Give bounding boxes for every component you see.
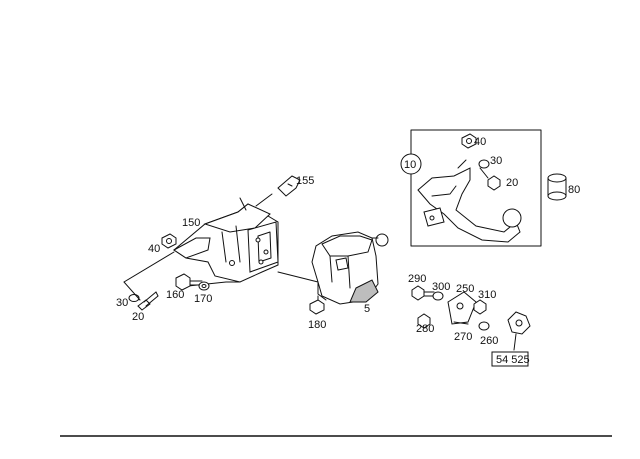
nut-40-box — [461, 133, 477, 149]
label-300: 300 — [432, 281, 450, 293]
label-40-box: 40 — [474, 136, 486, 148]
label-20-box: 20 — [506, 177, 518, 189]
nut-180 — [309, 295, 325, 315]
bolt-20-box — [479, 167, 501, 191]
nut-310 — [473, 299, 487, 315]
label-10: 10 — [404, 159, 416, 171]
screw-270 — [453, 321, 469, 325]
washer-300 — [432, 291, 444, 301]
washer-260 — [478, 321, 490, 331]
label-270: 270 — [454, 331, 472, 343]
label-5: 5 — [364, 303, 370, 315]
cap-80 — [547, 173, 567, 201]
label-40-left: 40 — [148, 243, 160, 255]
bracket-150 — [173, 197, 279, 283]
label-290: 290 — [408, 273, 426, 285]
nut-40-left — [161, 233, 177, 249]
coupling-head-5 — [311, 231, 389, 305]
label-30-box: 30 — [490, 155, 502, 167]
label-250: 250 — [456, 283, 474, 295]
label-260: 260 — [480, 335, 498, 347]
clip-155 — [255, 175, 301, 207]
nut-280 — [417, 313, 431, 329]
label-150: 150 — [182, 217, 200, 229]
label-20-left: 20 — [132, 311, 144, 323]
screw-20-left — [128, 291, 159, 311]
bolt-160 — [175, 273, 203, 291]
label-160: 160 — [166, 289, 184, 301]
socket-54525 — [491, 311, 531, 367]
label-180: 180 — [308, 319, 326, 331]
label-kit-54525: 54 525 — [496, 354, 530, 366]
label-310: 310 — [478, 289, 496, 301]
label-280: 280 — [416, 323, 434, 335]
plate-250 — [447, 291, 477, 325]
assembly-box-10 — [400, 129, 542, 247]
label-170: 170 — [194, 293, 212, 305]
bolt-290 — [411, 285, 435, 301]
label-80: 80 — [568, 184, 580, 196]
washer-170 — [198, 281, 210, 291]
label-155: 155 — [296, 175, 314, 187]
label-30-left: 30 — [116, 297, 128, 309]
washer-30-box — [478, 159, 490, 169]
